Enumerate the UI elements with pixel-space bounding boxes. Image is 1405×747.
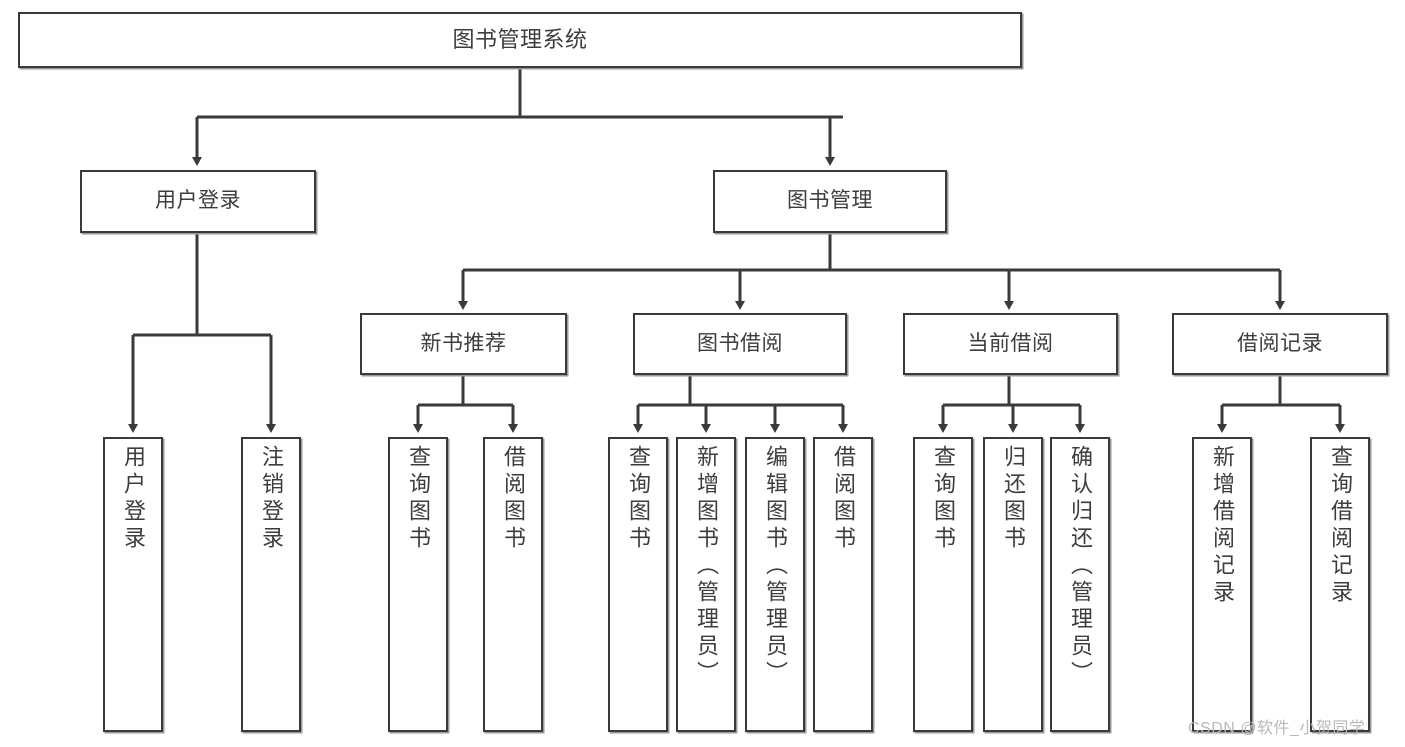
node-label: 查询图书 — [406, 445, 431, 553]
node-borrow-record[interactable]: 借阅记录 — [1172, 313, 1388, 375]
node-label: 查询图书 — [626, 445, 651, 553]
node-label: 确认归还（管理员） — [1068, 445, 1093, 688]
node-current-borrow[interactable]: 当前借阅 — [903, 313, 1118, 375]
node-label: 图书管理 — [787, 189, 873, 213]
leaf-user-login-login[interactable]: 用户登录 — [103, 437, 163, 732]
node-label: 借阅图书 — [831, 445, 856, 553]
leaf-new-book-borrow[interactable]: 借阅图书 — [483, 437, 543, 732]
leaf-user-login-logout[interactable]: 注销登录 — [241, 437, 301, 732]
leaf-new-book-query[interactable]: 查询图书 — [388, 437, 448, 732]
leaf-book-borrow-borrow[interactable]: 借阅图书 — [813, 437, 873, 732]
node-label: 图书借阅 — [697, 331, 783, 355]
node-user-login[interactable]: 用户登录 — [80, 170, 316, 233]
node-label: 借阅记录 — [1237, 331, 1323, 355]
node-root-system[interactable]: 图书管理系统 — [18, 12, 1022, 68]
node-new-book-recommend[interactable]: 新书推荐 — [360, 313, 567, 375]
node-label: 用户登录 — [155, 189, 241, 213]
node-label: 借阅图书 — [501, 445, 526, 553]
node-label: 图书管理系统 — [452, 27, 588, 53]
node-book-manage[interactable]: 图书管理 — [713, 170, 947, 233]
node-label: 编辑图书（管理员） — [763, 445, 788, 688]
leaf-borrow-record-add[interactable]: 新增借阅记录 — [1192, 437, 1252, 732]
leaf-book-borrow-add[interactable]: 新增图书（管理员） — [676, 437, 736, 732]
node-label: 查询图书 — [931, 445, 956, 553]
node-label: 当前借阅 — [967, 331, 1054, 355]
node-label: 注销登录 — [259, 445, 284, 553]
node-label: 新增图书（管理员） — [694, 445, 719, 688]
node-label: 查询借阅记录 — [1328, 445, 1353, 607]
watermark: CSDN @软件_小贺同学 — [1188, 720, 1366, 737]
leaf-current-borrow-query[interactable]: 查询图书 — [913, 437, 973, 732]
node-label: 归还图书 — [1001, 445, 1026, 553]
leaf-current-borrow-confirm[interactable]: 确认归还（管理员） — [1050, 437, 1110, 732]
node-label: 新增借阅记录 — [1210, 445, 1235, 607]
node-label: 新书推荐 — [420, 331, 507, 355]
leaf-borrow-record-query[interactable]: 查询借阅记录 — [1310, 437, 1370, 732]
leaf-current-borrow-return[interactable]: 归还图书 — [983, 437, 1043, 732]
leaf-book-borrow-query[interactable]: 查询图书 — [608, 437, 668, 732]
leaf-book-borrow-edit[interactable]: 编辑图书（管理员） — [745, 437, 805, 732]
node-book-borrow[interactable]: 图书借阅 — [633, 313, 847, 375]
node-label: 用户登录 — [121, 445, 146, 553]
